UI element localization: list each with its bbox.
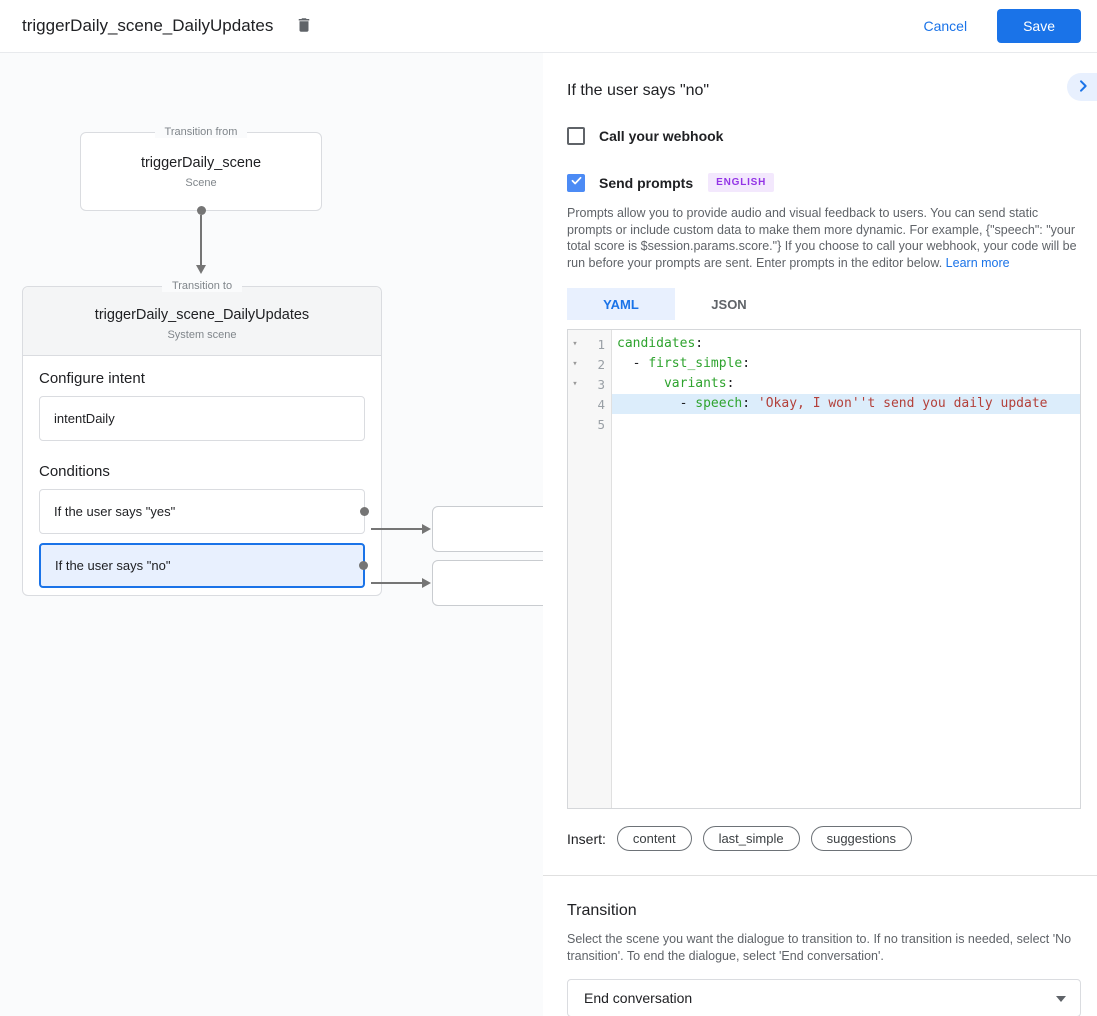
fold-arrow-icon[interactable]: ▾: [572, 379, 578, 389]
code-token: :: [695, 336, 704, 351]
gutter-row: ▾3: [568, 374, 611, 394]
call-webhook-checkbox[interactable]: [567, 127, 585, 145]
code-token: :: [742, 396, 758, 411]
gutter-row: 5: [568, 414, 611, 434]
transition-description: Select the scene you want the dialogue t…: [567, 932, 1072, 963]
send-prompts-label: Send prompts: [599, 174, 694, 191]
transition-target-node[interactable]: [432, 560, 543, 606]
configure-intent-label: Configure intent: [39, 370, 145, 387]
condition-item[interactable]: If the user says "yes": [39, 489, 369, 534]
connector-dot: [197, 206, 206, 215]
gutter-row: 4: [568, 394, 611, 414]
gutter-row: ▾2: [568, 354, 611, 374]
scene-canvas: Transition from triggerDaily_scene Scene…: [0, 53, 543, 1016]
dropdown-caret-icon: [1056, 996, 1066, 1002]
code-token: [617, 376, 664, 391]
conditions-label: Conditions: [39, 463, 110, 480]
to-scene-name: triggerDaily_scene_DailyUpdates: [94, 307, 310, 323]
fold-arrow-icon[interactable]: ▾: [572, 339, 578, 349]
section-divider: [543, 875, 1097, 876]
code-token: :: [726, 376, 735, 391]
fold-arrow-icon[interactable]: ▾: [572, 359, 578, 369]
editor-code[interactable]: candidates: - first_simple: variants: - …: [612, 330, 1080, 808]
delete-scene-button[interactable]: [293, 13, 315, 40]
code-token: -: [617, 356, 649, 371]
insert-chip-content[interactable]: content: [616, 826, 692, 851]
to-scene-header[interactable]: triggerDaily_scene_DailyUpdates System s…: [23, 287, 381, 356]
tab-json[interactable]: JSON: [711, 296, 747, 312]
transition-selected-value: End conversation: [584, 990, 693, 1006]
trash-icon: [295, 15, 313, 38]
line-number: 1: [597, 336, 605, 352]
gutter-row: ▾1: [568, 334, 611, 354]
insert-label: Insert:: [567, 830, 606, 847]
arrow-right-icon: [422, 577, 431, 588]
to-scene-type: System scene: [167, 329, 237, 341]
send-prompts-checkbox[interactable]: [567, 173, 585, 192]
intent-field[interactable]: intentDaily: [39, 396, 365, 441]
insert-chips: content last_simple suggestions: [606, 826, 912, 851]
code-line: variants:: [612, 374, 1080, 394]
code-token: candidates: [617, 336, 696, 351]
arrow-right-icon: [422, 523, 431, 534]
panel-title: If the user says "no": [567, 82, 710, 99]
transition-from-legend: Transition from: [81, 126, 321, 138]
code-token: -: [617, 396, 696, 411]
code-token: variants: [663, 376, 727, 391]
condition-label: If the user says "no": [55, 558, 171, 573]
insert-chip-suggestions[interactable]: suggestions: [810, 826, 912, 851]
insert-chip-last_simple[interactable]: last_simple: [702, 826, 800, 851]
connector-line: [200, 215, 202, 266]
cancel-button[interactable]: Cancel: [923, 18, 968, 34]
from-scene-type: Scene: [185, 177, 217, 189]
prompts-description: Prompts allow you to provide audio and v…: [567, 206, 1077, 270]
connector-line: [371, 577, 431, 588]
condition-item[interactable]: If the user says "no": [39, 543, 368, 588]
transition-to-node: Transition to triggerDaily_scene_DailyUp…: [22, 280, 382, 596]
checkmark-icon: [570, 174, 583, 192]
transition-from-node[interactable]: Transition from triggerDaily_scene Scene: [80, 126, 322, 211]
intent-value: intentDaily: [54, 411, 115, 426]
condition-label: If the user says "yes": [54, 504, 176, 519]
editor-format-tabs: YAML JSON: [567, 288, 1081, 320]
page-title: triggerDaily_scene_DailyUpdates: [22, 16, 274, 35]
connector-line: [371, 523, 431, 534]
code-token: :: [742, 356, 751, 371]
code-line: - speech: 'Okay, I won''t send you daily…: [612, 394, 1080, 414]
condition-detail-panel: If the user says "no" Call your webhook …: [543, 53, 1097, 1016]
transition-select[interactable]: End conversation: [567, 979, 1081, 1016]
call-webhook-label: Call your webhook: [599, 128, 724, 144]
code-line: - first_simple:: [612, 354, 1080, 374]
arrow-down-icon: [196, 265, 206, 274]
collapse-panel-button[interactable]: [1067, 73, 1097, 101]
line-number: 3: [597, 376, 605, 392]
transition-target-node[interactable]: [432, 506, 543, 552]
code-token: speech: [695, 396, 743, 411]
learn-more-link[interactable]: Learn more: [945, 255, 1010, 270]
language-badge: ENGLISH: [708, 173, 775, 192]
line-number: 4: [597, 396, 605, 412]
connector-dot: [359, 561, 368, 570]
transition-section-title: Transition: [567, 902, 637, 919]
code-line: candidates:: [612, 334, 1080, 354]
line-number: 5: [597, 416, 605, 432]
top-bar: triggerDaily_scene_DailyUpdates Cancel S…: [0, 0, 1097, 53]
tab-yaml[interactable]: YAML: [567, 288, 675, 320]
conditions-list: If the user says "yes" If the user says "…: [39, 489, 369, 588]
connector-dot: [360, 507, 369, 516]
from-scene-name: triggerDaily_scene: [140, 155, 262, 171]
code-line: [612, 414, 1080, 434]
code-token: first_simple: [648, 356, 743, 371]
line-number: 2: [597, 356, 605, 372]
chevron-right-icon: [1075, 78, 1091, 97]
code-token: 'Okay, I won''t send you daily update: [757, 396, 1048, 411]
save-button[interactable]: Save: [997, 9, 1081, 43]
